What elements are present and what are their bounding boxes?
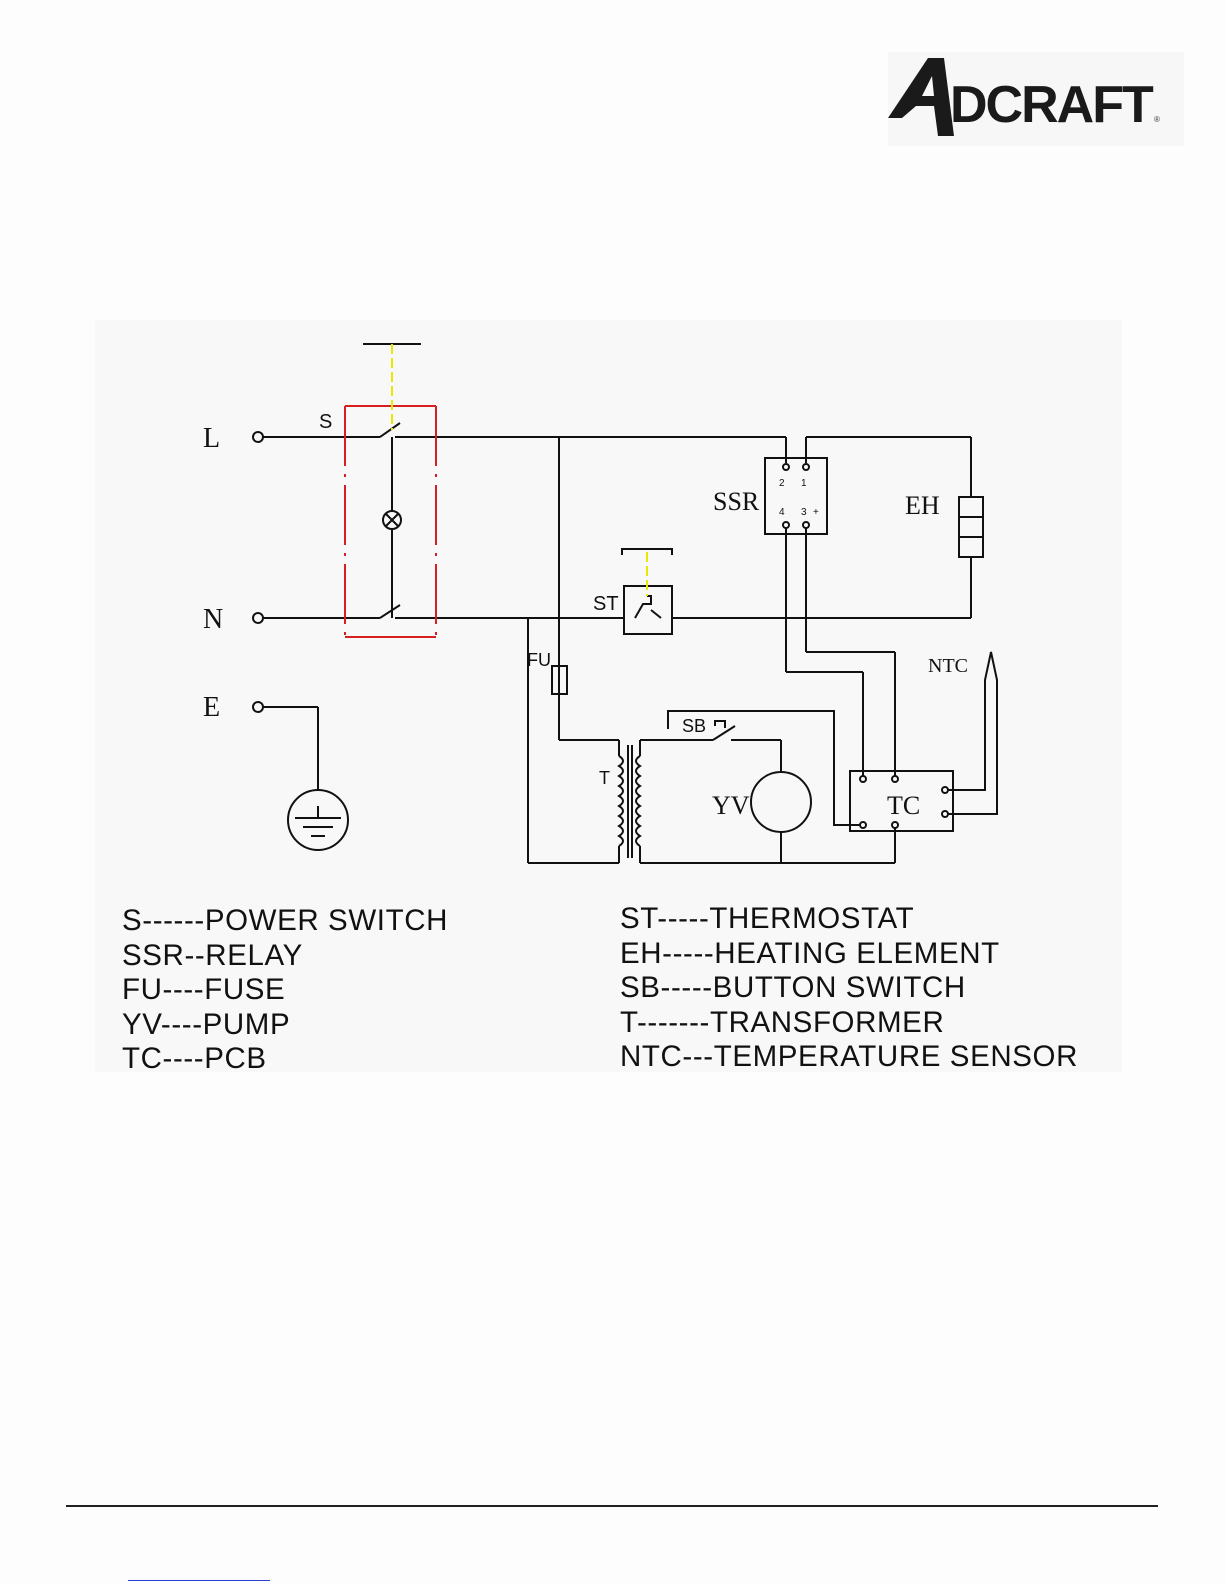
adcraft-logo: DCRAFT ® [888, 52, 1184, 146]
label-s: S [319, 411, 332, 433]
ssr-pin-2: 2 [779, 478, 785, 489]
label-tc: TC [887, 791, 920, 820]
legend-item: ST-----THERMOSTAT [620, 902, 1078, 937]
logo-wordmark: DCRAFT [950, 76, 1154, 134]
footer-link-underline[interactable] [128, 1580, 270, 1581]
terminal-l [253, 432, 263, 442]
legend-item: TC----PCB [122, 1042, 448, 1077]
legend-item: SB-----BUTTON SWITCH [620, 971, 1078, 1006]
switch-s-n-contact [380, 605, 400, 618]
label-sb: SB [682, 716, 706, 736]
legend-item: NTC---TEMPERATURE SENSOR [620, 1040, 1078, 1075]
switch-s-l-contact [380, 423, 400, 437]
label-eh: EH [905, 491, 940, 520]
label-yv: YV [712, 791, 750, 820]
label-st: ST [593, 593, 619, 615]
label-ntc: NTC [928, 655, 968, 677]
adcraft-logo-mark: DCRAFT ® [888, 52, 1184, 146]
label-t: T [599, 768, 610, 788]
legend-item: T-------TRANSFORMER [620, 1006, 1078, 1041]
label-l: L [203, 423, 220, 454]
legend-item: YV----PUMP [122, 1008, 448, 1043]
yv-pump-circle [751, 772, 811, 832]
legend-item: S------POWER SWITCH [122, 904, 448, 939]
legend-item: FU----FUSE [122, 973, 448, 1008]
sb-contact [713, 726, 735, 740]
indicator-lamp [383, 511, 401, 529]
legend-item: EH-----HEATING ELEMENT [620, 937, 1078, 972]
label-n: N [203, 604, 223, 635]
legend-left: S------POWER SWITCH SSR--RELAY FU----FUS… [122, 904, 448, 1077]
label-ssr: SSR [713, 487, 760, 516]
logo-registered-mark: ® [1154, 115, 1160, 124]
ssr-pin-4: 4 [779, 507, 785, 518]
st-contact [635, 596, 651, 618]
label-e: E [203, 692, 220, 723]
sb-cap [715, 721, 725, 728]
logo-a-glyph [888, 58, 954, 136]
ssr-pin-plus: + [813, 507, 819, 518]
transformer-primary [619, 756, 623, 846]
ssr-box [765, 458, 827, 534]
ssr-pin-3: 3 [801, 507, 807, 518]
legend-right: ST-----THERMOSTAT EH-----HEATING ELEMENT… [620, 902, 1078, 1075]
ssr-pin-1: 1 [801, 478, 807, 489]
eh-element [959, 497, 983, 557]
st-box [624, 586, 672, 634]
earth-symbol-circle [288, 790, 348, 850]
terminal-n [253, 613, 263, 623]
terminal-e [253, 702, 263, 712]
legend-item: SSR--RELAY [122, 939, 448, 974]
transformer-secondary [636, 756, 640, 846]
footer-divider [66, 1505, 1158, 1507]
label-fu: FU [527, 650, 551, 670]
